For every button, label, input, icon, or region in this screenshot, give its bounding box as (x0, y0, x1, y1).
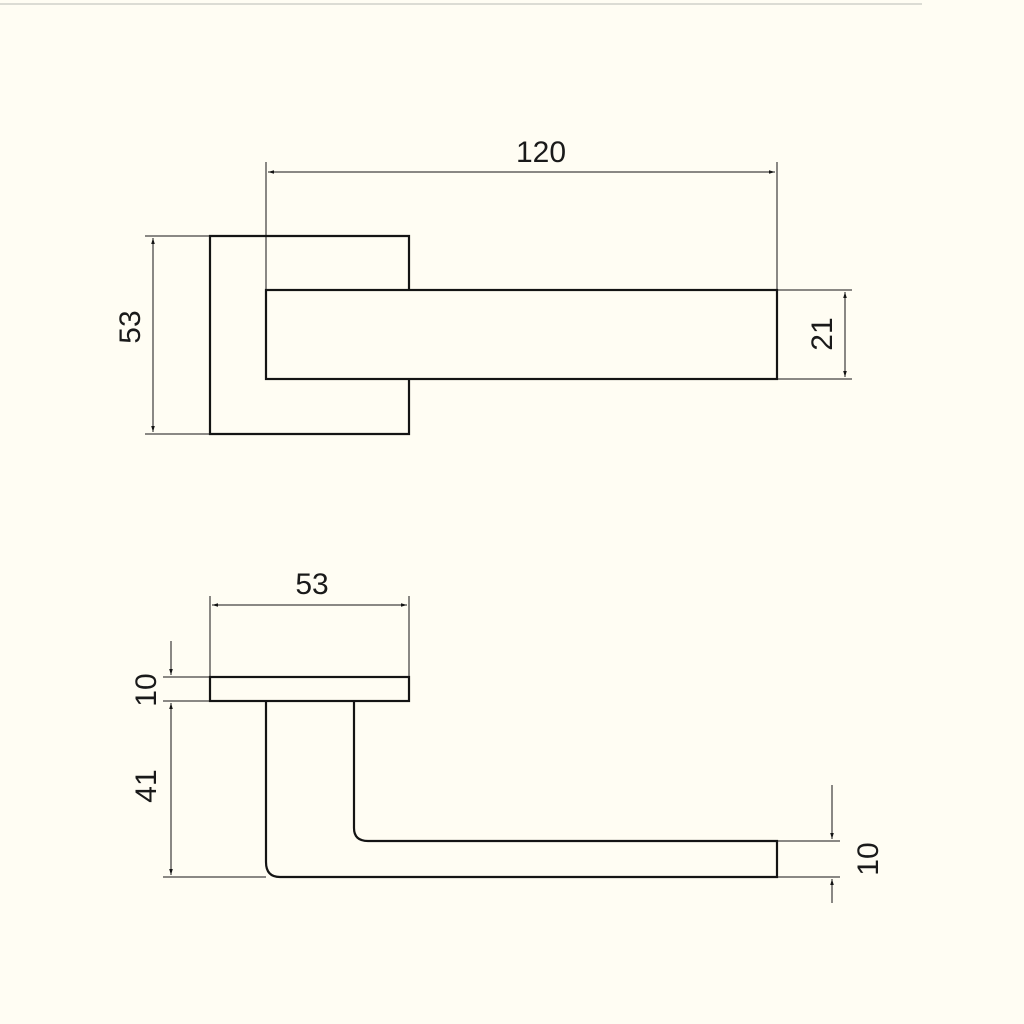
dim-lever-length: 120 (516, 136, 566, 169)
dim-lever-width: 21 (806, 317, 839, 350)
dim-rose-width: 53 (295, 568, 328, 601)
rose-plate (208, 675, 411, 703)
top-view (145, 162, 852, 436)
top-border-line (0, 3, 922, 5)
dim-projection: 41 (130, 769, 163, 802)
side-view (163, 596, 840, 903)
lever-profile (264, 701, 779, 879)
rose-outline (208, 234, 411, 436)
dim-rose-height: 53 (114, 310, 147, 343)
dim-rose-thickness: 10 (130, 673, 163, 706)
dim-lever-thickness: 10 (852, 842, 885, 875)
lever-outline (264, 288, 779, 381)
